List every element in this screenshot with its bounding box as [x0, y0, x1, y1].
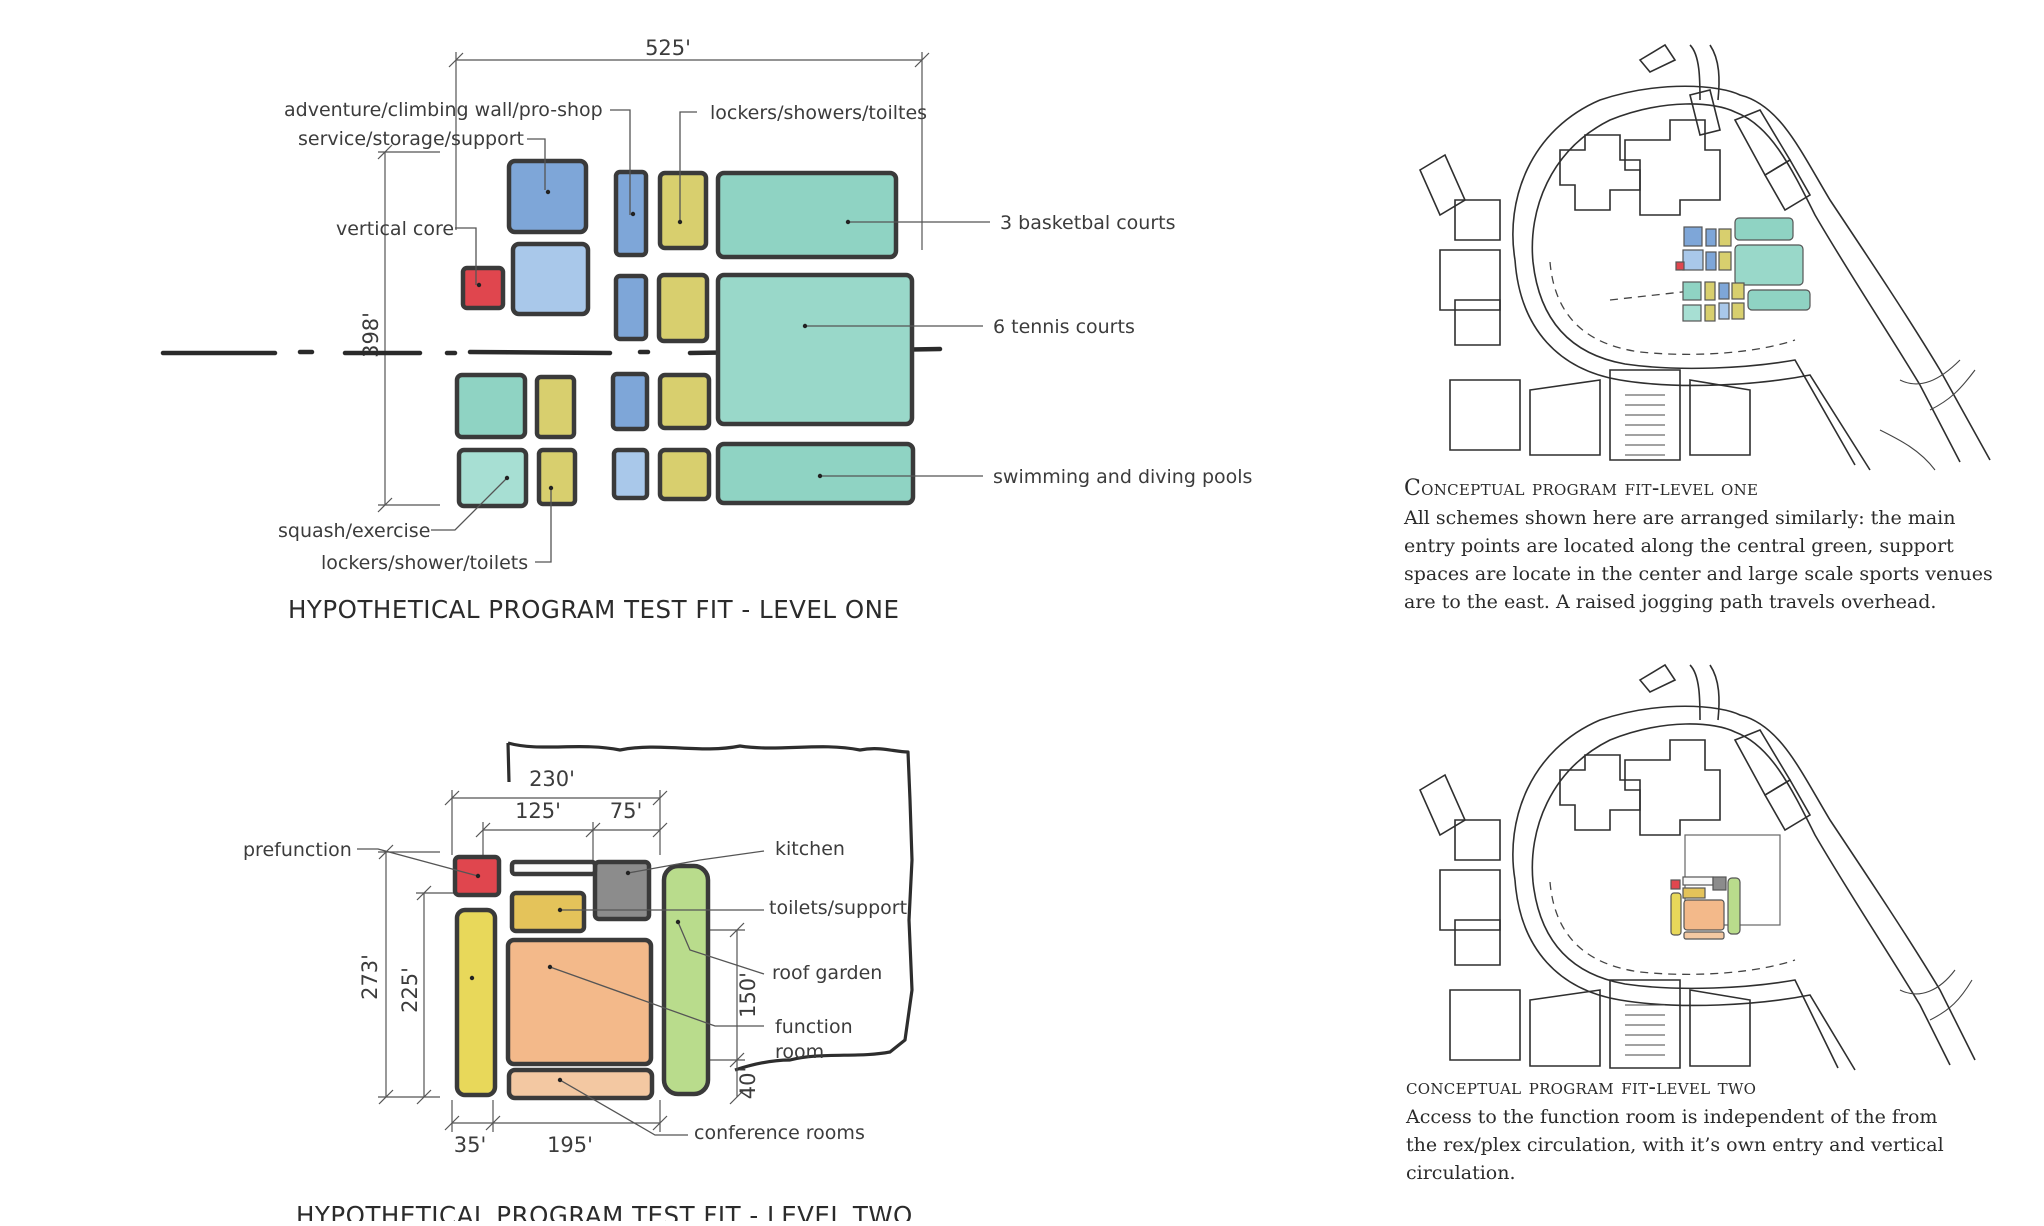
label-basketball: 3 basketbal courts: [1000, 212, 1176, 234]
label-squash: squash/exercise: [278, 520, 430, 542]
label-lockers-bottom: lockers/shower/toilets: [321, 552, 528, 574]
conceptual-two-line-2: the rex/plex circulation, with it’s own …: [1406, 1134, 1944, 1156]
dim-125: 125': [515, 799, 561, 823]
block-lockers-blue-3: [610, 371, 650, 432]
label-room: room: [775, 1041, 824, 1063]
label-function: function: [775, 1016, 853, 1038]
label-lockers-top: lockers/showers/toiltes: [710, 102, 927, 124]
level-one-title: HYPOTHETICAL PROGRAM TEST FIT - LEVEL ON…: [288, 595, 899, 624]
dim-525: 525': [645, 36, 691, 60]
site-plan-one: Conceptual program fit-level one All sch…: [1403, 43, 1993, 613]
conceptual-one-line-1: All schemes shown here are arranged simi…: [1403, 507, 1955, 529]
dim-195: 195': [547, 1133, 593, 1157]
block-adventure: [506, 158, 589, 235]
block-service: [510, 241, 591, 317]
block-basketball: [715, 170, 899, 260]
block-kitchen: [592, 859, 652, 922]
label-pools: swimming and diving pools: [993, 466, 1252, 488]
level-two-title: HYPOTHETICAL PROGRAM TEST FIT - LEVEL TW…: [296, 1201, 913, 1221]
conceptual-one-line-3: spaces are locate in the center and larg…: [1404, 563, 1993, 585]
conceptual-two-line-1: Access to the function room is independe…: [1405, 1106, 1937, 1128]
block-squash-1: [454, 372, 528, 440]
dim-150: 150': [736, 972, 760, 1018]
label-kitchen: kitchen: [775, 838, 845, 860]
level-one-diagram: 525' 398': [160, 36, 1252, 624]
level-two-diagram: 230' 125' 75' 273' 225' 150' 40': [243, 741, 914, 1226]
block-conference: [506, 1067, 655, 1101]
dim-230: 230': [529, 767, 575, 791]
label-vertical-core: vertical core: [336, 218, 454, 240]
block-lockers-yellow-1: [657, 170, 709, 251]
label-conference: conference rooms: [694, 1122, 865, 1144]
label-toilets: toilets/support: [769, 897, 907, 919]
block-function-room: [505, 937, 654, 1067]
block-lockers-yellow-4: [657, 372, 712, 431]
dim-398: 398': [359, 312, 383, 358]
block-circulation: [509, 859, 598, 877]
block-lockers-yellow-3: [534, 374, 577, 440]
block-lockers-yellow-2: [656, 272, 710, 344]
conceptual-one-line-2: entry points are located along the centr…: [1404, 535, 1954, 557]
label-roof-garden: roof garden: [772, 962, 882, 984]
block-lockers-yellow-5: [536, 447, 578, 507]
label-tennis: 6 tennis courts: [993, 316, 1135, 338]
block-lockers-yellow-6: [657, 447, 712, 502]
dim-40: 40': [736, 1067, 760, 1100]
conceptual-two-caption: conceptual program fit-level two: [1406, 1075, 1756, 1100]
block-toilets: [509, 890, 587, 934]
conceptual-one-line-4: are to the east. A raised jogging path t…: [1404, 591, 1936, 613]
block-lockers-blue-4: [611, 447, 650, 501]
dim-75: 75': [610, 799, 643, 823]
site-plan-two: conceptual program fit-level two Access …: [1405, 663, 1976, 1184]
label-service: service/storage/support: [298, 128, 524, 150]
dim-273: 273': [358, 954, 382, 1000]
dim-35: 35': [454, 1133, 487, 1157]
dim-225: 225': [398, 967, 422, 1013]
label-adventure: adventure/climbing wall/pro-shop: [284, 99, 603, 121]
conceptual-two-line-3: circulation.: [1406, 1162, 1516, 1184]
block-roof-garden: [661, 863, 711, 1097]
block-vertical-core: [460, 265, 506, 311]
block-yellow-strip: [454, 907, 498, 1098]
conceptual-one-caption: Conceptual program fit-level one: [1404, 476, 1758, 501]
block-tennis: [715, 272, 915, 427]
block-lockers-blue-2: [613, 273, 649, 342]
block-pools: [715, 441, 916, 506]
block-squash-2: [456, 447, 529, 509]
label-prefunction: prefunction: [243, 839, 352, 861]
